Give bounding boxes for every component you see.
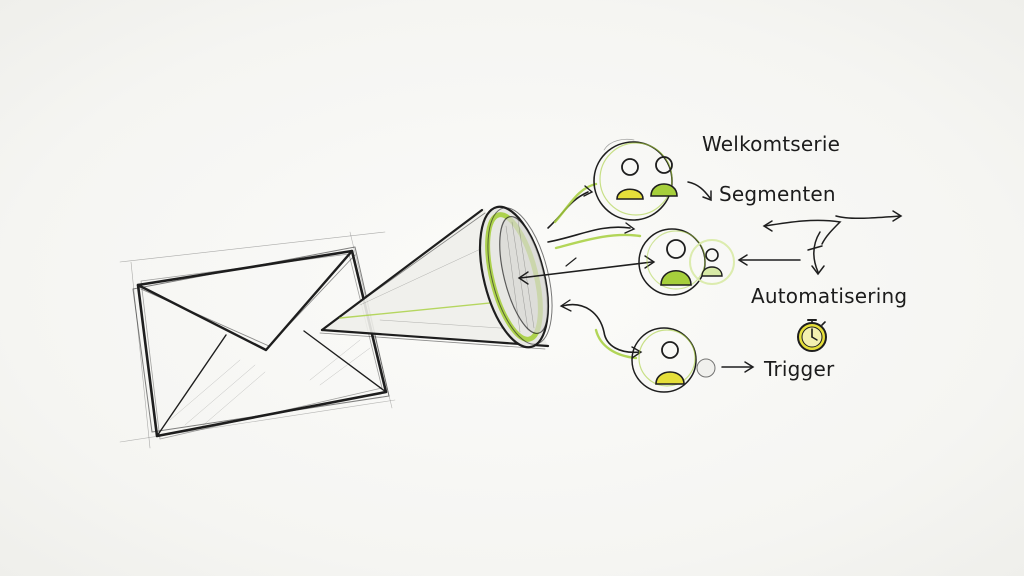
audience-icon [593,138,678,221]
label-welcome-series: Welkomtserie [702,132,841,156]
audience-icon [638,228,735,296]
label-automation: Automatisering [751,284,908,308]
label-trigger: Trigger [764,357,835,381]
signal-streams [517,182,656,360]
label-segments: Segmenten [719,182,836,206]
envelope-icon [119,231,396,449]
arrow-icon [687,181,903,373]
stopwatch-icon [797,319,827,352]
audience-icon [631,327,716,393]
